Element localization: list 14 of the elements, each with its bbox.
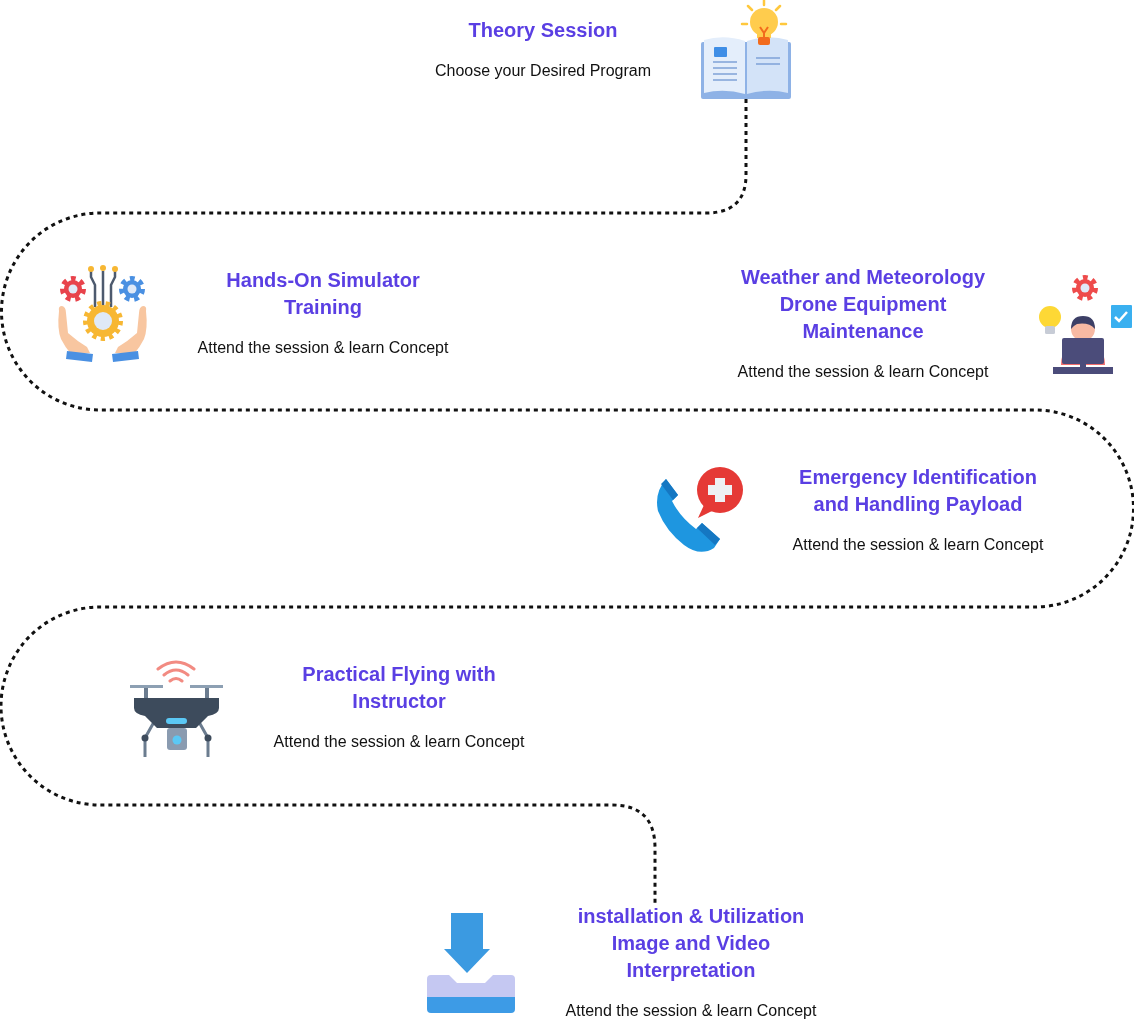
step-description: Attend the session & learn Concept [737,362,989,382]
step-description: Choose your Desired Program [434,61,652,81]
step-description: Attend the session & learn Concept [197,338,449,358]
step-description: Attend the session & learn Concept [565,1001,817,1021]
step-title: installation & Utilization Image and Video Interpretation [576,904,806,983]
step-title: Weather and Meteorology Drone Equipment Maintenance [739,265,987,344]
step-title: Emergency Identification and Handling Payload [798,465,1038,517]
step-title: Hands-On Simulator Training [225,268,421,320]
step-title: Theory Session [468,18,618,43]
step-title: Practical Flying with Instructor [301,662,497,714]
dotted-path [0,99,1134,903]
step-description: Attend the session & learn Concept [792,535,1044,555]
step-description: Attend the session & learn Concept [273,732,525,752]
book-lightbulb-icon [700,0,792,99]
